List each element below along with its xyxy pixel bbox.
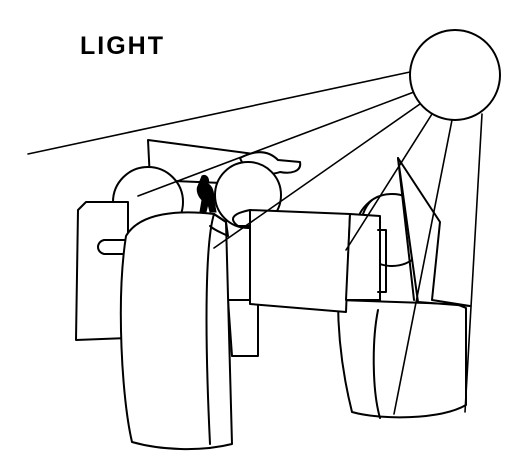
right-drum-edge: [372, 309, 381, 419]
left-block-handle: [97, 239, 127, 255]
middle-strip-slot: [377, 229, 387, 293]
left-drum: [119, 211, 233, 451]
light-label: LIGHT: [80, 32, 165, 60]
right-prism-fold: [397, 157, 415, 301]
middle-plate: [249, 209, 351, 313]
light-ray-1: [27, 71, 411, 155]
left-block: [75, 201, 129, 341]
light-ray-6: [464, 113, 483, 413]
light-ray-2: [137, 91, 415, 197]
left-drum-lip: [209, 213, 229, 237]
light-ray-4: [345, 113, 433, 251]
lower-middle-box: [227, 299, 259, 357]
light-ray-5: [393, 119, 453, 415]
figure-silhouette: [196, 175, 217, 213]
middle-plate-curl: [232, 209, 251, 227]
light-source-circle: [409, 29, 501, 121]
light-ray-3: [213, 103, 421, 249]
right-drum: [337, 299, 467, 419]
right-prism: [397, 157, 471, 307]
middle-strip: [345, 213, 381, 301]
